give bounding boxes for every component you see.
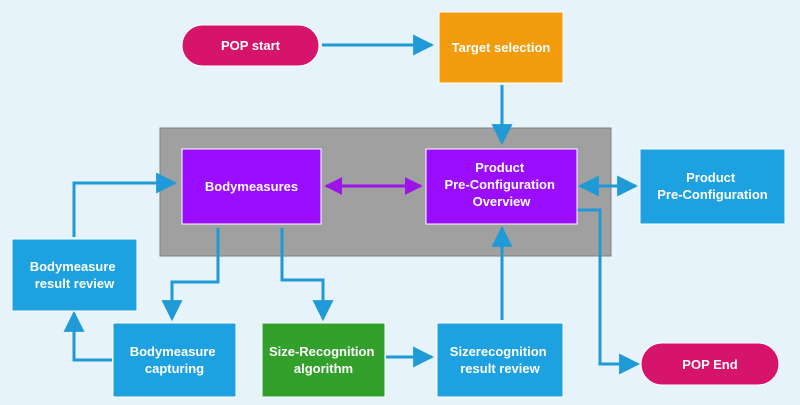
connector-overview-to-end (576, 208, 641, 375)
pop-end-node[interactable] (640, 342, 780, 386)
size-recognition-algorithm-node[interactable] (261, 322, 386, 398)
bodymeasure-capturing-label: Bodymeasure capturing (130, 344, 220, 376)
sizerecognition-result-review-node[interactable] (436, 322, 564, 398)
target-selection-node[interactable] (438, 11, 564, 84)
bodymeasure-capturing-node[interactable] (112, 322, 237, 398)
bodymeasure-result-review-label: Bodymeasure result review (30, 259, 120, 291)
product-preconfiguration-label: Product Pre-Configuration (657, 170, 768, 202)
product-overview-label: Product Pre-Configuration Overview (444, 160, 558, 209)
pop-start-node[interactable] (181, 24, 320, 67)
pop-start-label: POP start (221, 38, 281, 53)
connector-bodymeasures-to-algorithm (280, 228, 334, 322)
connector-review-to-bodymeasures (72, 172, 178, 237)
pop-end-label: POP End (682, 357, 737, 372)
bodymeasure-result-review-node[interactable] (11, 238, 138, 312)
target-selection-label: Target selection (452, 40, 551, 55)
connector-bodymeasures-to-capturing (161, 228, 220, 322)
connectors (63, 34, 641, 375)
product-preconfiguration-node[interactable] (639, 148, 786, 225)
bodymeasures-node[interactable] (181, 148, 322, 225)
product-overview-node[interactable] (425, 148, 578, 225)
connector-capturing-to-review (63, 310, 112, 362)
bodymeasures-label: Bodymeasures (205, 179, 298, 194)
sizerecognition-result-review-label: Sizerecognition result review (450, 344, 550, 376)
size-recognition-algorithm-label: Size-Recognition algorithm (269, 344, 378, 376)
